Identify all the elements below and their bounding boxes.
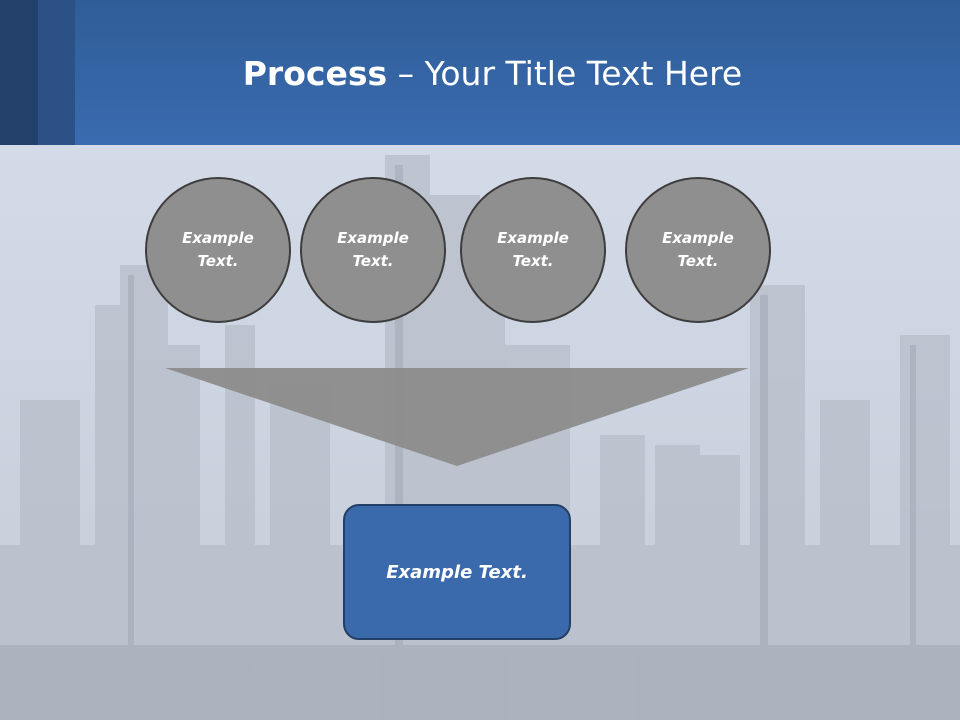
step-2-line1: Example bbox=[337, 229, 409, 247]
step-1-line2: Text. bbox=[197, 252, 239, 270]
step-4-line1: Example bbox=[662, 229, 734, 247]
funnel-arrow bbox=[165, 368, 749, 466]
title-rest: – Your Title Text Here bbox=[387, 54, 743, 93]
result-box: Example Text. bbox=[343, 504, 571, 640]
result-text: Example Text. bbox=[386, 561, 528, 583]
title-banner: Process – Your Title Text Here bbox=[0, 0, 960, 145]
step-2-line2: Text. bbox=[352, 252, 394, 270]
step-4-line2: Text. bbox=[677, 252, 719, 270]
step-3-line1: Example bbox=[497, 229, 569, 247]
slide-title: Process – Your Title Text Here bbox=[0, 52, 960, 96]
accent-bar-dark bbox=[0, 0, 38, 145]
step-1-line1: Example bbox=[182, 229, 254, 247]
title-bold: Process bbox=[242, 54, 388, 93]
accent-bar-mid bbox=[38, 0, 75, 145]
step-3-line2: Text. bbox=[512, 252, 554, 270]
